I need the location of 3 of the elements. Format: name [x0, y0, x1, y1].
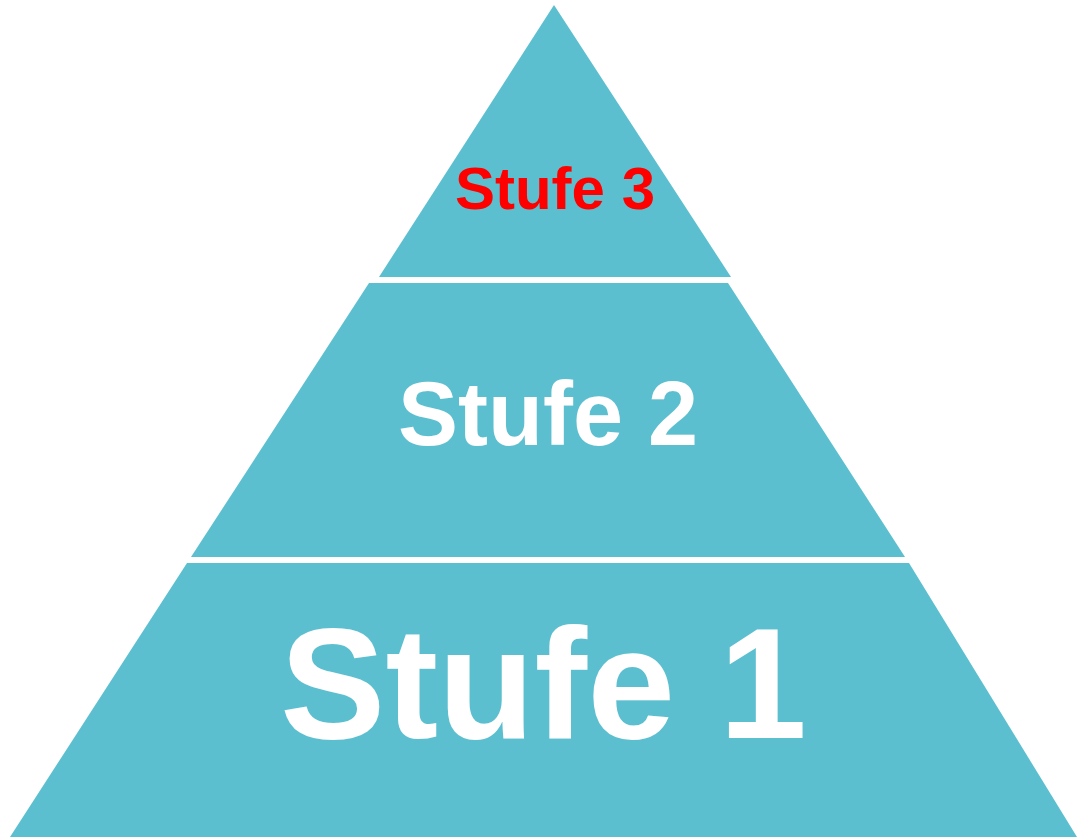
tier-label: Stufe 3: [454, 159, 655, 219]
tier-label: Stufe 2: [397, 368, 699, 459]
tier-label: Stufe 1: [280, 604, 807, 763]
